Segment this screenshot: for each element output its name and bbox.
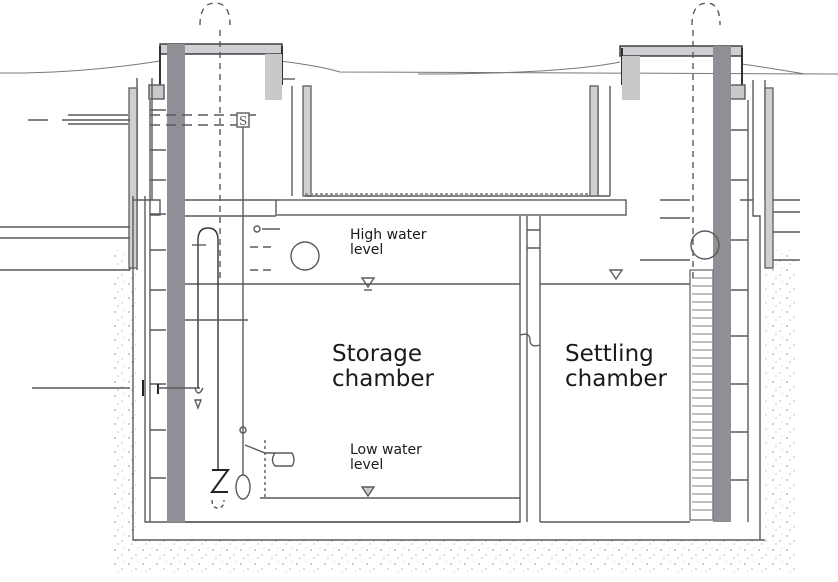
high-water-marker xyxy=(360,269,624,291)
float-switch: S xyxy=(235,112,295,500)
vent-pipe-left xyxy=(199,2,231,280)
settling-chamber xyxy=(540,283,690,523)
settling-chamber-label: Settling chamber xyxy=(565,341,667,393)
label-line: level xyxy=(350,457,384,474)
label-line: Storage xyxy=(332,341,422,367)
ground-surface xyxy=(0,60,838,75)
label-line: level xyxy=(350,242,384,259)
outlet-pipe xyxy=(32,380,200,396)
ladder-right xyxy=(689,46,749,522)
label-line: Settling xyxy=(565,341,654,367)
overflow-opening xyxy=(290,241,320,271)
gravel-backfill xyxy=(110,250,795,572)
label-line: chamber xyxy=(332,366,434,393)
storage-chamber-label: Storage chamber xyxy=(332,341,434,393)
low-water-marker xyxy=(360,486,376,498)
vent-pipe-right xyxy=(691,2,721,280)
dividing-wall xyxy=(519,216,541,522)
low-water-level-label: Low water level xyxy=(350,442,422,474)
pump xyxy=(210,469,230,509)
label-line: chamber xyxy=(565,366,667,393)
suction-pipe xyxy=(192,227,219,470)
svg-text:S: S xyxy=(239,114,247,128)
inlet-pipe xyxy=(0,114,260,271)
label-line: Low water xyxy=(350,442,422,458)
left-manhole-shaft xyxy=(128,43,765,541)
high-water-level-label: High water level xyxy=(350,227,427,259)
label-line: High water xyxy=(350,227,427,243)
roof-slab xyxy=(133,193,627,217)
storage-chamber xyxy=(185,216,521,523)
